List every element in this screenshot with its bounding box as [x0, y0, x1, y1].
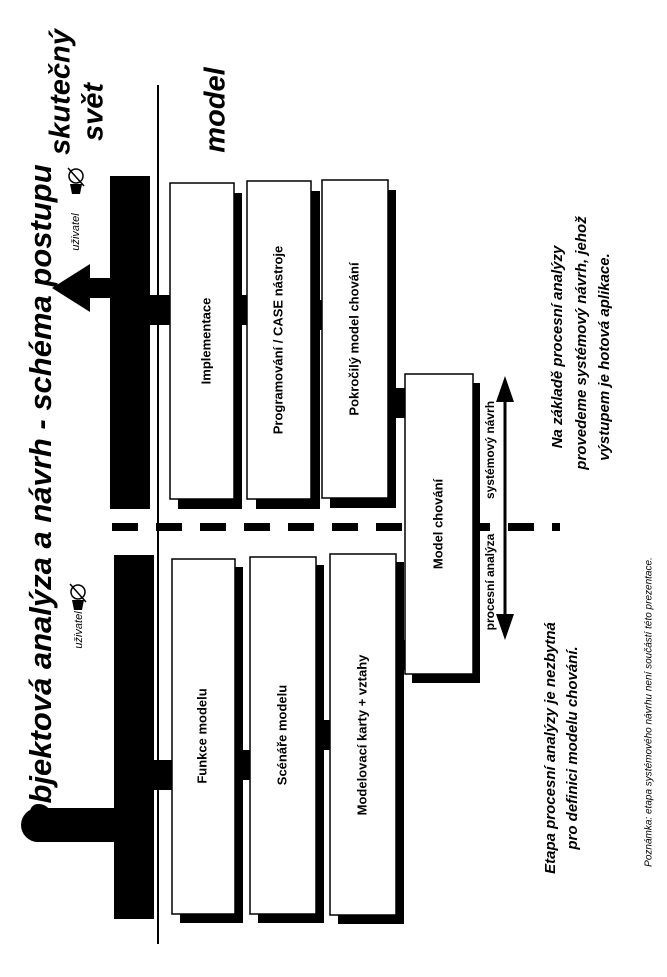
implementace-label: Implementace	[198, 298, 213, 385]
phase-systemovy-navrh: systémový návrh	[483, 401, 497, 499]
note-right-line1: Na základě procesní analýzy	[549, 245, 566, 448]
bottom-user-pillar	[114, 555, 154, 919]
karty-label: Modelovací karty + vztahy	[354, 654, 369, 816]
user-icon-top	[67, 167, 85, 194]
note-right-line2: provedeme systémový návrh, jehož	[573, 216, 590, 471]
footnote: Poznámka: etapa systémového návrhu není …	[644, 557, 655, 867]
pokrocily-box	[321, 179, 389, 499]
karty-box	[329, 553, 397, 916]
real-world-label-line2: svět	[78, 82, 110, 141]
scenare-box	[249, 556, 317, 915]
model-chovani-label: Model chování	[430, 478, 445, 569]
phase-procesni-analyza: procesní analýza	[483, 533, 497, 630]
real-world-label-line1: skutečný	[45, 27, 77, 155]
top-arrow-shaft	[86, 278, 114, 298]
top-user-pillar	[110, 176, 150, 509]
user-label-top: uživatel	[70, 213, 82, 251]
funkce-box	[171, 558, 236, 915]
pokrocily-label: Pokročilý model chování	[346, 262, 361, 416]
user-label-bottom: uživatel	[73, 611, 85, 649]
programovani-box	[246, 180, 312, 500]
model-chovani-box	[404, 373, 474, 675]
boxes	[169, 179, 474, 916]
bottom-stem-end	[21, 808, 55, 842]
note-right-line3: výstupem je hotová aplikace.	[596, 253, 613, 461]
user-icon-bottom	[69, 583, 87, 610]
programovani-label: Programování / CASE nástroje	[270, 246, 285, 435]
note-left-line2: pro definici modelu chování.	[564, 646, 581, 850]
top-arrow-head	[52, 264, 90, 312]
phase-arrow-head-up	[496, 376, 514, 402]
phase-arrow-head-down	[496, 614, 514, 640]
note-left-line1: Etapa procesní analýzy je nezbytná	[542, 622, 559, 874]
model-label: model	[200, 66, 232, 152]
funkce-label: Funkce modelu	[194, 688, 209, 783]
implementace-box	[169, 182, 235, 500]
scenare-label: Scénáře modelu	[274, 685, 289, 785]
page-title: Objektová analýza a návrh - schéma postu…	[23, 164, 58, 827]
